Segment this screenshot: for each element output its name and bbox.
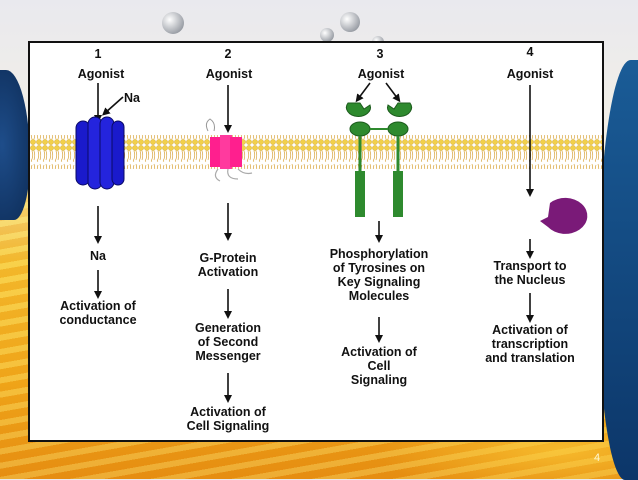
step-label: Na	[90, 249, 106, 263]
diagram-frame: 1 Agonist Na Na Activation of conductanc…	[28, 41, 604, 442]
background-bubble	[340, 12, 360, 32]
agonist-label: Agonist	[357, 67, 405, 81]
arrows	[94, 82, 534, 403]
cell-membrane	[30, 135, 602, 169]
arrow	[385, 82, 401, 103]
step-label: G-Protein Activation	[197, 251, 259, 279]
pathway-number: 2	[224, 47, 232, 61]
step-label: Activation of Cell Signaling	[341, 345, 417, 387]
background-bubble	[320, 28, 334, 42]
pathway-number: 4	[526, 45, 534, 59]
step-label: Activation of conductance	[59, 299, 137, 327]
step-label: Activation of Cell Signaling	[186, 405, 270, 433]
arrow	[102, 96, 124, 116]
arrow	[355, 82, 371, 103]
sodium-ion-label: Na	[124, 91, 140, 105]
diagram-canvas	[30, 82, 602, 403]
agonist-label: Agonist	[205, 67, 253, 81]
agonist-label: Agonist	[506, 67, 554, 81]
step-label: Transport to the Nucleus	[493, 259, 567, 287]
background-bubble	[162, 12, 184, 34]
slide-number: 4	[594, 452, 601, 464]
pathway-number: 1	[94, 47, 102, 61]
step-label: Generation of Second Messenger	[195, 321, 261, 363]
g-protein-coupled-receptor	[205, 118, 253, 182]
background-left-coral	[0, 70, 30, 220]
intracellular-receptor	[540, 197, 588, 234]
receptor-tyrosine-kinase	[345, 102, 413, 217]
pathway-number: 3	[376, 47, 384, 61]
agonist-label: Agonist	[77, 67, 125, 81]
ion-channel-receptor	[75, 116, 125, 190]
step-label: Phosphorylation of Tyrosines on Key Sign…	[329, 247, 429, 303]
step-label: Activation of transcription and translat…	[485, 323, 575, 365]
